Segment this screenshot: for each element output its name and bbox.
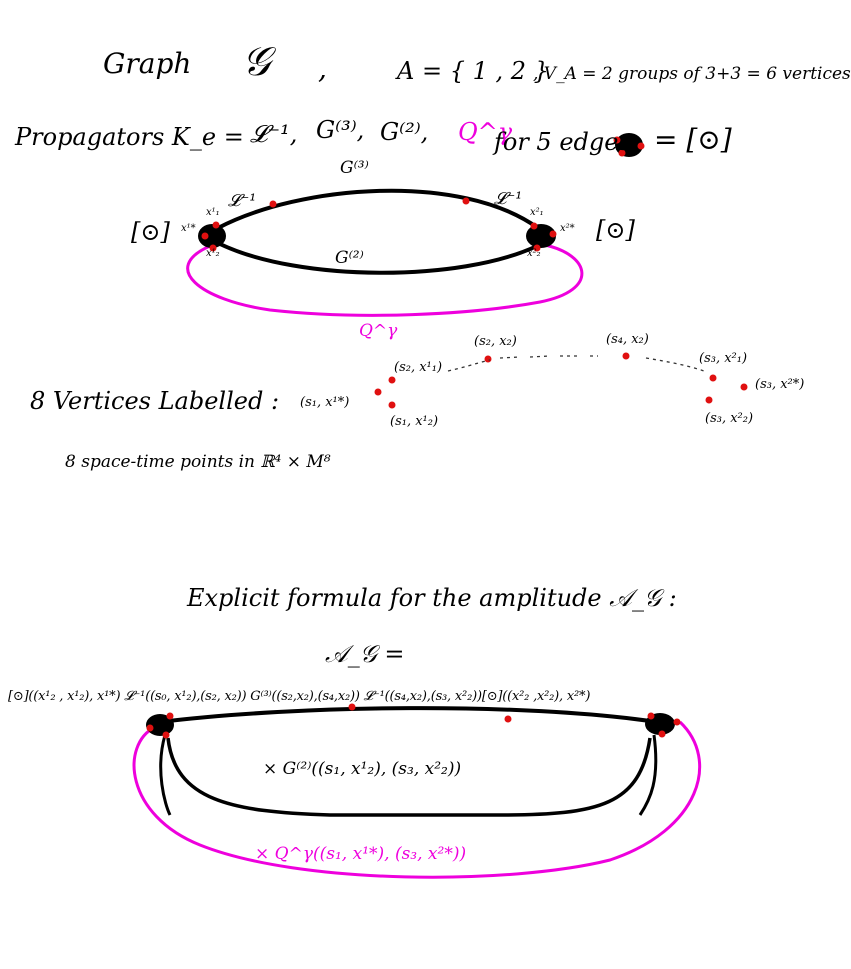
- edge-G3-top: [217, 188, 540, 230]
- graph-word: Graph: [103, 47, 192, 80]
- edge-Q-loop: [186, 243, 584, 317]
- prop-L: 𝓛⁻¹,: [250, 120, 298, 148]
- node-right-label: [⊙]: [596, 216, 635, 244]
- left-x-top: x¹₁: [206, 207, 220, 218]
- vertex-label-5: (s₄, x₂): [606, 332, 649, 347]
- diagram-strokes: [132, 133, 748, 879]
- formula-line-1: [⊙]((x¹₂ , x¹₂), x¹*) 𝓛⁻¹((s₀, x¹₂),(s₂,…: [8, 689, 591, 704]
- right-x-bottom: x²₂: [527, 248, 541, 259]
- label-G2: G⁽²⁾: [335, 248, 364, 268]
- vertices-title: 8 Vertices Labelled :: [30, 387, 280, 415]
- edge-top-bottom-diagram: [159, 706, 658, 724]
- vertex-label-8: (s₃, x²₂): [705, 411, 754, 426]
- edge-Q-bottom-diagram: [132, 720, 702, 879]
- graph-symbol: 𝒢: [242, 39, 271, 85]
- left-x-star: x¹*: [181, 223, 196, 234]
- node-right: [526, 224, 556, 248]
- bottom-node-left: [146, 714, 174, 736]
- vertex-label-3: (s₁, x¹₂): [390, 414, 439, 429]
- node-equals: = [⊙]: [654, 123, 732, 156]
- vertex-label-2: (s₂, x¹₁): [394, 360, 443, 375]
- header-comma: ,: [318, 52, 327, 85]
- legend-node-icon: [613, 133, 645, 157]
- vertex-label-6: (s₃, x²₁): [699, 351, 748, 366]
- edge-middle-bottom-diagram: [159, 734, 658, 816]
- node-left-label: [⊙]: [131, 218, 170, 246]
- handwritten-note-page: Graph 𝒢 , A = { 1 , 2 } , V_A = 2 groups…: [8, 39, 851, 879]
- node-left: [198, 224, 226, 248]
- red-markers-bottom: [146, 703, 681, 739]
- red-markers-top: [201, 197, 557, 252]
- formula-lhs: 𝒜_𝒢 =: [325, 640, 405, 668]
- label-Q: Q^γ: [359, 321, 398, 341]
- right-x-top: x²₁: [530, 207, 544, 218]
- formula-line-3: × Q^γ((s₁, x¹*), (s₃, x²*)): [255, 844, 467, 864]
- label-L-right: 𝓛⁻¹: [494, 189, 523, 209]
- left-x-bottom: x¹₂: [206, 248, 220, 259]
- vertex-label-4: (s₂, x₂): [474, 334, 517, 349]
- edge-G2-bottom-diagram: [166, 737, 652, 817]
- prop-G2: G⁽²⁾,: [380, 118, 429, 146]
- formula-line-2: × G⁽²⁾((s₁, x¹₂), (s₃, x²₂)): [263, 759, 462, 779]
- vertex-label-1: (s₁, x¹*): [300, 395, 350, 410]
- vertex-connector-dashes: [447, 355, 705, 372]
- prop-Q: Q^γ: [458, 118, 513, 146]
- label-G3: G⁽³⁾: [340, 158, 369, 178]
- vertex-dots: [374, 352, 748, 409]
- prop-tail: for 5 edges,: [494, 128, 639, 156]
- formula-intro: Explicit formula for the amplitude 𝒜_𝒢 :: [187, 584, 677, 612]
- vertices-note: , V_A = 2 groups of 3+3 = 6 vertices: [533, 64, 851, 84]
- prop-G3: G⁽³⁾,: [316, 116, 365, 144]
- right-x-star: x²*: [560, 223, 575, 234]
- label-L-left: 𝓛⁻¹: [228, 191, 257, 211]
- propagators-lhs: Propagators K_e =: [15, 123, 244, 151]
- edge-G2-middle: [219, 242, 538, 275]
- set-A: A = { 1 , 2 }: [397, 57, 549, 85]
- vertices-subtitle: 8 space-time points in ℝ⁴ × M⁸: [65, 452, 331, 472]
- vertex-label-7: (s₃, x²*): [755, 377, 805, 392]
